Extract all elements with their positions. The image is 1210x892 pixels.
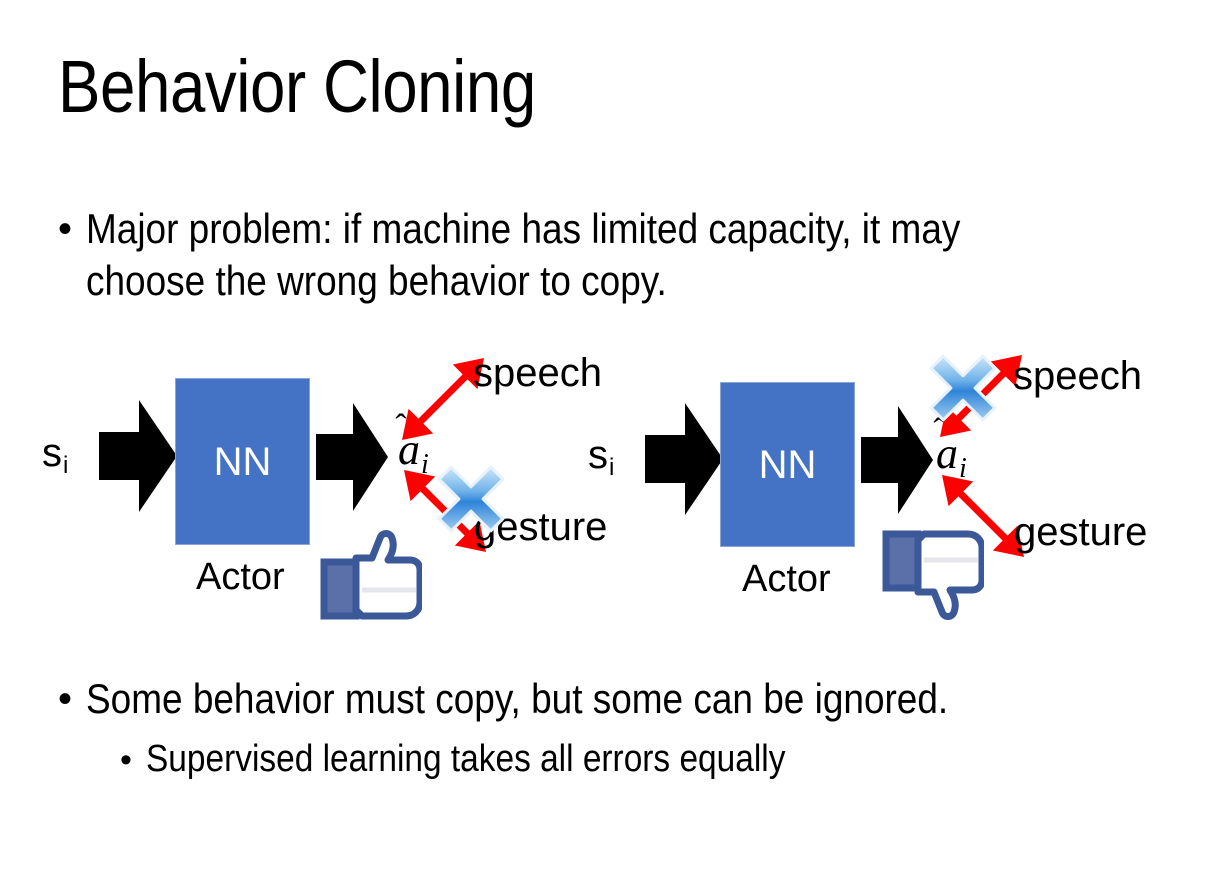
branch-arrow-gesture-right bbox=[942, 475, 1024, 557]
nn-box-label-left: NN bbox=[213, 439, 272, 484]
bullet-major-problem: • Major problem: if machine has limited … bbox=[58, 203, 1168, 307]
input-arrow-icon-left bbox=[99, 400, 177, 512]
input-state-label-right: si bbox=[588, 433, 615, 481]
branch-label-speech-right: speech bbox=[1013, 354, 1142, 398]
thumbs-down-icon bbox=[882, 530, 984, 620]
cross-out-icon-gesture-left bbox=[437, 465, 505, 533]
branch-label-speech-left: speech bbox=[473, 351, 602, 395]
output-arrow-icon-left bbox=[316, 403, 388, 511]
nn-box-right: NN bbox=[720, 382, 855, 547]
branch-label-gesture-right: gesture bbox=[1014, 510, 1148, 554]
bullet-marker-icon: • bbox=[58, 207, 73, 251]
bullet-some-behavior-text: Some behavior must copy, but some can be… bbox=[86, 675, 949, 722]
bullet-supervised-learning: • Supervised learning takes all errors e… bbox=[120, 735, 1180, 785]
diagram-left-good-case: si NN Actor ̂ai bbox=[42, 351, 607, 620]
thumbs-up-icon bbox=[320, 530, 422, 620]
branch-arrow-speech-left bbox=[402, 358, 484, 440]
input-arrow-icon-right bbox=[645, 403, 723, 515]
actor-caption-right: Actor bbox=[742, 558, 831, 600]
nn-box-left: NN bbox=[175, 378, 310, 545]
nn-box-label-right: NN bbox=[758, 442, 817, 487]
output-arrow-icon-right bbox=[861, 406, 933, 514]
actor-caption-left: Actor bbox=[196, 556, 285, 598]
bullet-supervised-learning-text: Supervised learning takes all errors equ… bbox=[145, 738, 786, 780]
page-title: Behavior Cloning bbox=[58, 45, 536, 128]
input-state-label-left: si bbox=[42, 431, 69, 479]
cross-out-icon-speech-right bbox=[929, 354, 997, 422]
bullet-some-behavior: • Some behavior must copy, but some can … bbox=[58, 673, 1178, 725]
output-action-label-right: ̂ai bbox=[936, 429, 967, 485]
bullet-marker-icon: • bbox=[120, 741, 132, 779]
bullet-major-problem-text: Major problem: if machine has limited ca… bbox=[86, 205, 961, 304]
bullet-marker-icon: • bbox=[58, 677, 73, 721]
